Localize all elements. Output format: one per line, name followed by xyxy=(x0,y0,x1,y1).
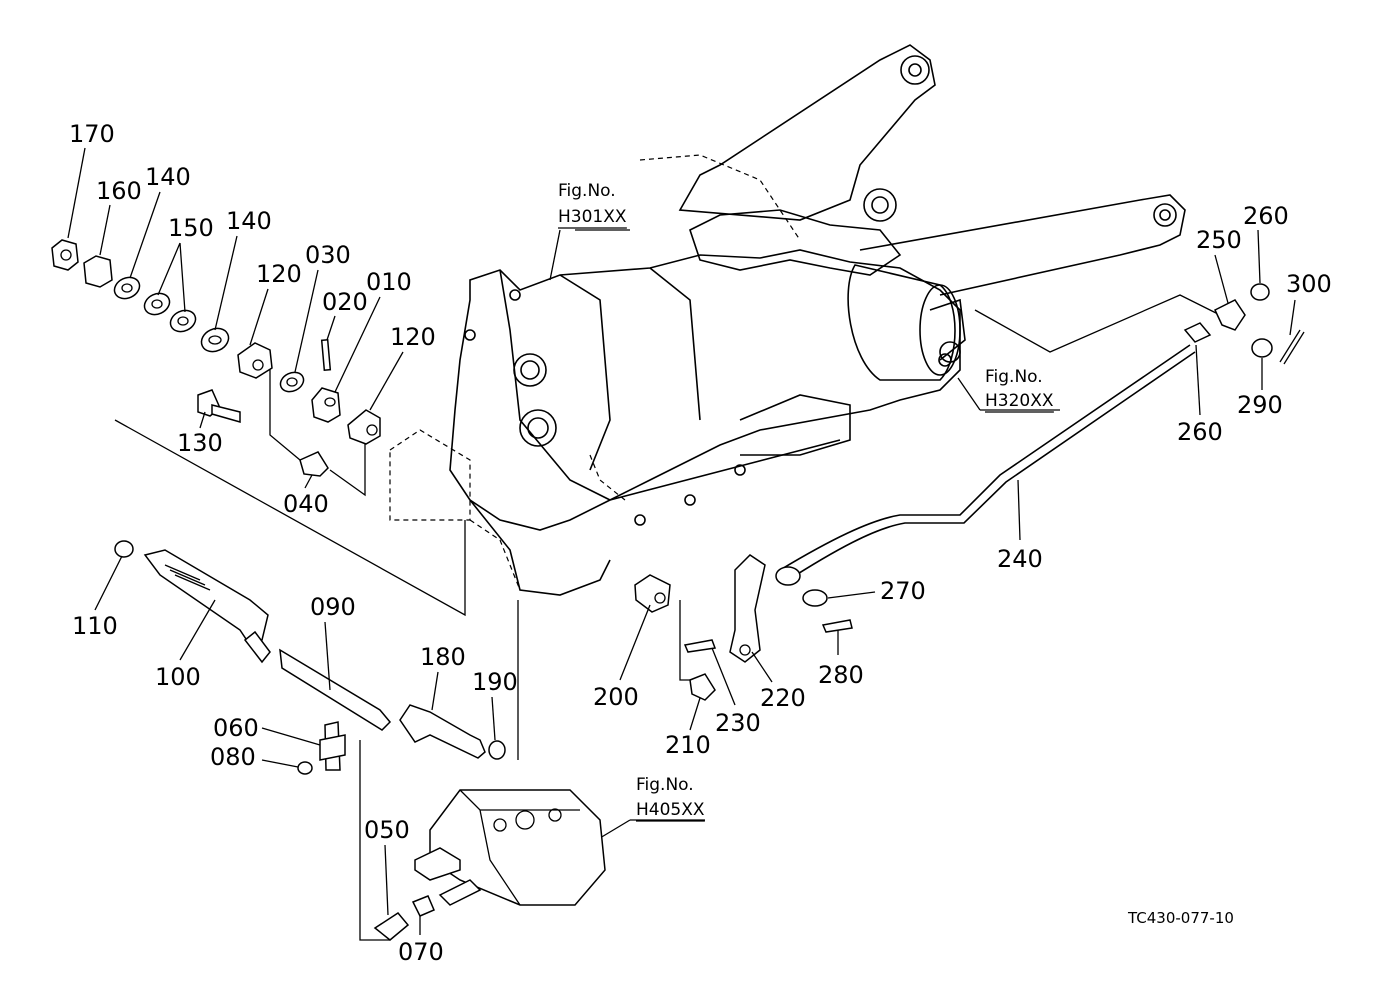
part-callout[interactable]: 010 xyxy=(366,268,412,296)
part-callout[interactable]: 070 xyxy=(398,938,444,966)
part-callout[interactable]: 140 xyxy=(145,163,191,191)
fig-ref-h320[interactable]: Fig.No. H320XX xyxy=(985,367,1054,413)
part-callout[interactable]: 140 xyxy=(226,207,272,235)
part-callout[interactable]: 170 xyxy=(69,120,115,148)
fig-ref-h301[interactable]: Fig.No. H301XX xyxy=(558,181,627,229)
part-callout[interactable]: 160 xyxy=(96,177,142,205)
part-callout[interactable]: 040 xyxy=(283,490,329,518)
callout-pointers xyxy=(67,147,1296,935)
part-callout[interactable]: 060 xyxy=(213,714,259,742)
part-callout[interactable]: 250 xyxy=(1196,226,1242,254)
fig-ref-code: H320XX xyxy=(985,391,1054,411)
fig-ref-caption: Fig.No. xyxy=(985,367,1043,387)
part-callout[interactable]: 130 xyxy=(177,429,223,457)
fig-ref-caption: Fig.No. xyxy=(558,181,616,201)
part-callout[interactable]: 300 xyxy=(1286,270,1332,298)
fig-ref-caption: Fig.No. xyxy=(636,775,694,795)
part-callout[interactable]: 290 xyxy=(1237,391,1283,419)
part-callout[interactable]: 210 xyxy=(665,731,711,759)
linkage-parts-drawing xyxy=(634,283,1305,701)
control-valve-drawing xyxy=(373,789,606,941)
part-callout[interactable]: 120 xyxy=(390,323,436,351)
part-callout[interactable]: 090 xyxy=(310,593,356,621)
part-callout[interactable]: 030 xyxy=(305,241,351,269)
part-callouts: 170 160 140 150 140 120 030 020 010 120 … xyxy=(69,120,1332,966)
part-callout[interactable]: 270 xyxy=(880,577,926,605)
part-callout[interactable]: 190 xyxy=(472,668,518,696)
part-callout[interactable]: 080 xyxy=(210,743,256,771)
part-callout[interactable]: 120 xyxy=(256,260,302,288)
part-callout[interactable]: 280 xyxy=(818,661,864,689)
part-callout[interactable]: 260 xyxy=(1177,418,1223,446)
part-callout[interactable]: 020 xyxy=(322,288,368,316)
part-callout[interactable]: 200 xyxy=(593,683,639,711)
part-callout[interactable]: 260 xyxy=(1243,202,1289,230)
leader-lines xyxy=(114,229,1221,941)
shaft-parts-drawing xyxy=(51,239,506,775)
part-callout[interactable]: 180 xyxy=(420,643,466,671)
part-callout[interactable]: 150 xyxy=(168,214,214,242)
part-callout[interactable]: 050 xyxy=(364,816,410,844)
part-callout[interactable]: 240 xyxy=(997,545,1043,573)
fig-ref-code: H405XX xyxy=(636,800,705,820)
part-callout[interactable]: 110 xyxy=(72,612,118,640)
fig-ref-h405[interactable]: Fig.No. H405XX xyxy=(636,775,705,822)
part-callout[interactable]: 230 xyxy=(715,709,761,737)
hydraulic-housing-drawing xyxy=(389,44,1186,596)
drawing-code: TC430-077-10 xyxy=(1127,909,1234,927)
part-callout[interactable]: 100 xyxy=(155,663,201,691)
part-callout[interactable]: 220 xyxy=(760,684,806,712)
fig-ref-code: H301XX xyxy=(558,207,627,227)
